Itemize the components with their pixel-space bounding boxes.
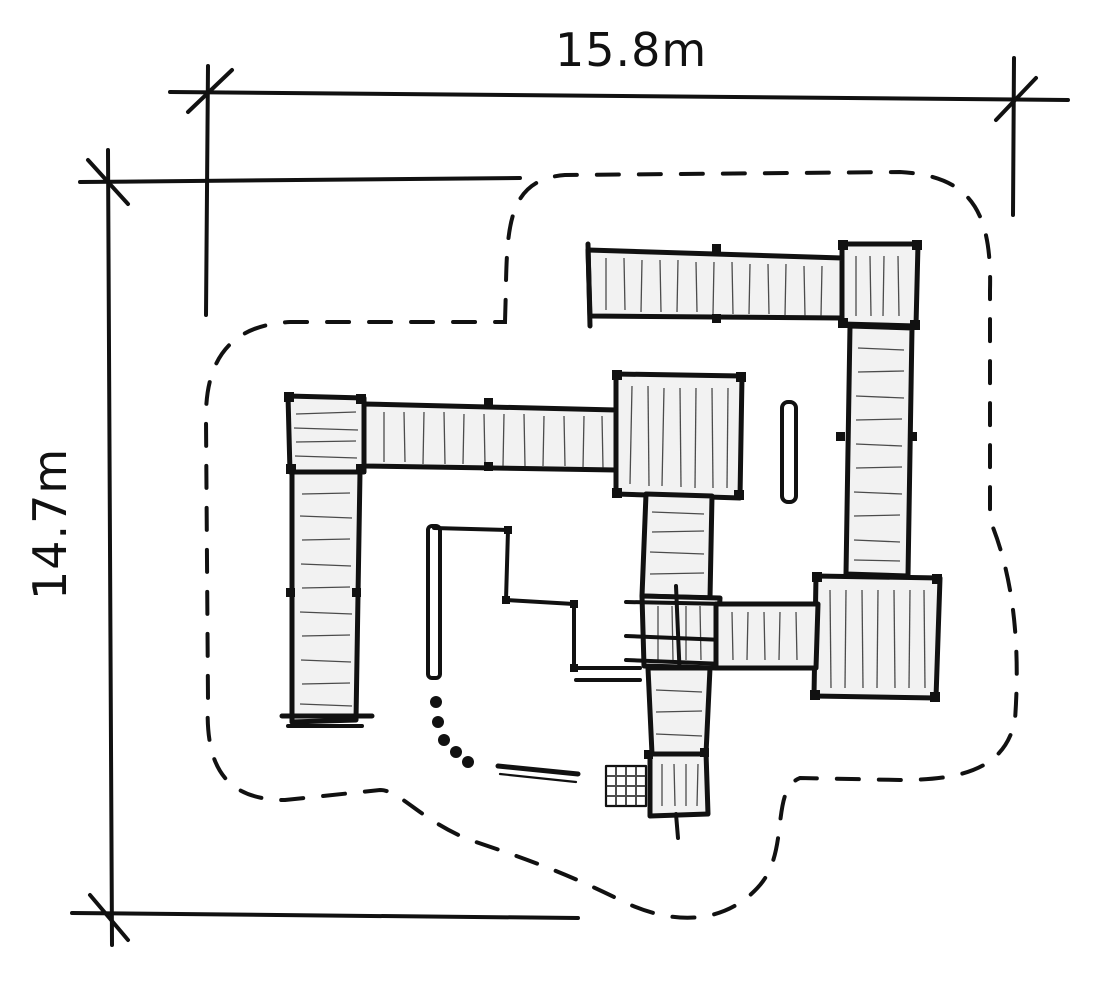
- upper-left-bridge: [361, 401, 619, 473]
- left-deck: [285, 393, 367, 475]
- height-extension-top: [78, 176, 522, 184]
- width-dimension: 15.8m: [168, 23, 1070, 317]
- vertical-panel-left: [426, 524, 442, 680]
- safety-zone-outline: [203, 169, 1019, 920]
- height-label: 14.7m: [23, 448, 77, 600]
- top-right-deck: [839, 241, 921, 329]
- stepping-stones: [430, 696, 474, 768]
- lower-center-walkway: [645, 665, 713, 757]
- width-extension-left: [204, 64, 210, 317]
- vertical-panel-right: [780, 400, 798, 504]
- width-tick-left: [186, 68, 234, 114]
- balance-beam: [495, 763, 581, 784]
- height-dimension: 14.7m: [23, 148, 580, 947]
- width-extension-right: [1011, 56, 1016, 217]
- width-label: 15.8m: [555, 23, 707, 77]
- height-tick-top: [86, 158, 130, 206]
- width-tick-right: [994, 76, 1038, 122]
- ladder-net: [604, 764, 648, 808]
- bottom-slide-exit: [674, 812, 680, 840]
- left-vertical-walkway: [279, 469, 375, 728]
- right-deck: [811, 573, 943, 701]
- right-vertical-walkway: [843, 323, 915, 579]
- step-rail: [432, 526, 642, 682]
- width-dimension-line: [168, 90, 1070, 102]
- posts: [284, 240, 942, 759]
- right-horizontal-bridge: [713, 601, 821, 671]
- top-bridge: [585, 241, 845, 329]
- height-dimension-line: [106, 148, 114, 947]
- height-tick-bottom: [88, 893, 130, 942]
- central-deck: [613, 371, 745, 501]
- bottom-deck: [647, 749, 711, 819]
- height-extension-bottom: [70, 911, 580, 920]
- center-vertical-walkway: [639, 491, 715, 601]
